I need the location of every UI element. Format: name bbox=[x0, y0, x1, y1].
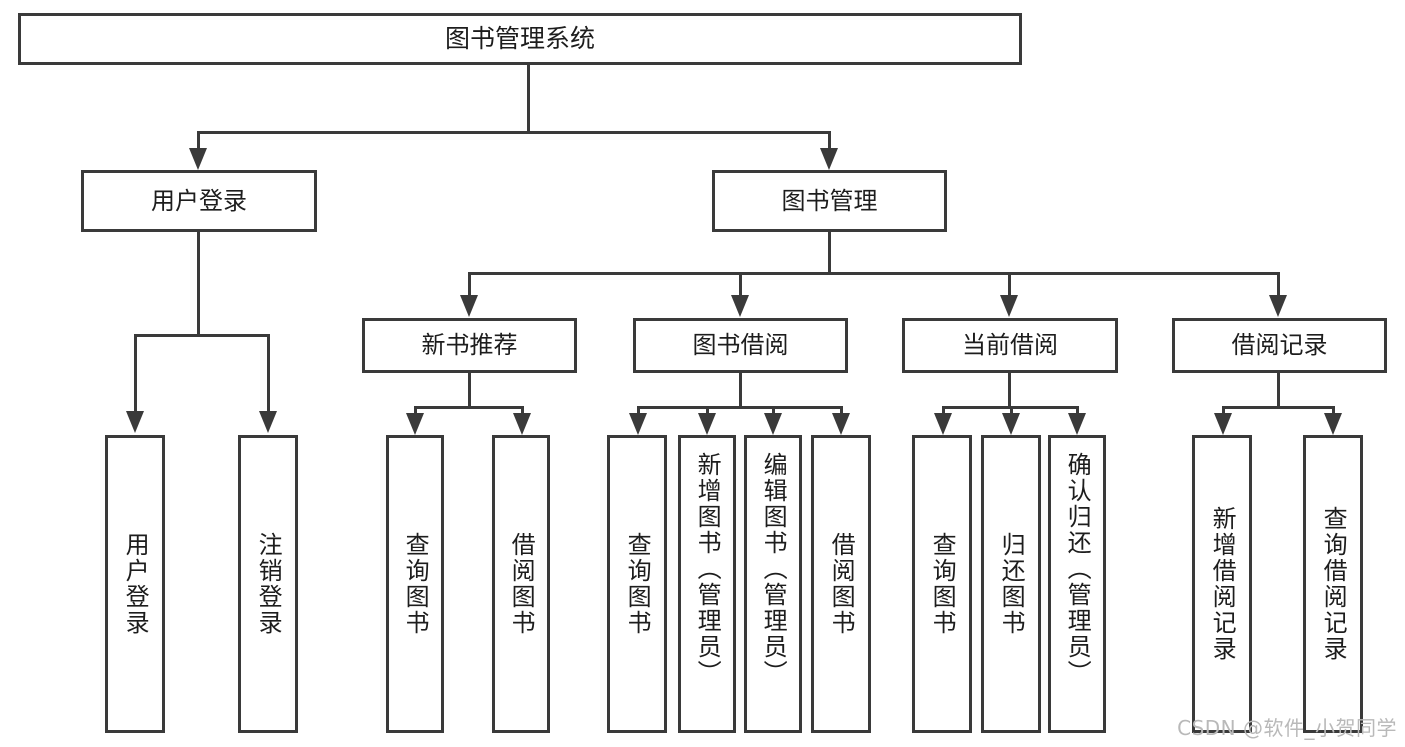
connector-new-book-rec-stem bbox=[468, 373, 471, 409]
node-current-borrow[interactable]: 当前借阅 bbox=[902, 318, 1118, 373]
node-borrow-record[interactable]: 借阅记录 bbox=[1172, 318, 1387, 373]
connector-book-borrow-child-0 bbox=[637, 406, 640, 418]
node-leaf-query-borrow-record[interactable]: 查询借阅记录 bbox=[1303, 435, 1363, 733]
arrow-to-borrow-record bbox=[1269, 295, 1287, 317]
connector-user-login-stem bbox=[197, 232, 200, 337]
connector-level2-bus bbox=[197, 131, 831, 134]
arrow-to-new-book-rec bbox=[460, 295, 478, 317]
connector-to-book-mgmt bbox=[828, 131, 831, 151]
connector-user-login-bus bbox=[134, 334, 270, 337]
connector-book-borrow-bus bbox=[637, 406, 843, 409]
connector-current-borrow-child-0 bbox=[942, 406, 945, 418]
node-new-book-recommend[interactable]: 新书推荐 bbox=[362, 318, 577, 373]
arrow-borrow-record-child-0 bbox=[1214, 413, 1232, 435]
arrow-current-borrow-child-1 bbox=[1002, 413, 1020, 435]
connector-user-login-child-1 bbox=[267, 334, 270, 414]
arrow-to-user-login bbox=[189, 148, 207, 170]
connector-borrow-record-child-1 bbox=[1332, 406, 1335, 418]
connector-book-borrow-stem bbox=[739, 373, 742, 409]
node-leaf-borrow-book-borrow[interactable]: 借阅图书 bbox=[811, 435, 871, 733]
connector-user-login-child-0 bbox=[134, 334, 137, 414]
node-root-system[interactable]: 图书管理系统 bbox=[18, 13, 1022, 65]
arrow-user-login-child-0 bbox=[126, 411, 144, 433]
node-leaf-edit-book-admin[interactable]: 编辑图书（管理员） bbox=[744, 435, 802, 733]
connector-borrow-record-bus bbox=[1222, 406, 1335, 409]
connector-to-user-login bbox=[197, 131, 200, 151]
connector-to-book-borrow bbox=[739, 272, 742, 298]
arrow-current-borrow-child-2 bbox=[1068, 413, 1086, 435]
node-leaf-query-book-borrow[interactable]: 查询图书 bbox=[607, 435, 667, 733]
arrow-new-book-rec-child-1 bbox=[513, 413, 531, 435]
connector-level3-bus bbox=[468, 272, 1280, 275]
node-book-management[interactable]: 图书管理 bbox=[712, 170, 947, 232]
connector-current-borrow-child-2 bbox=[1076, 406, 1079, 418]
node-leaf-query-book-rec[interactable]: 查询图书 bbox=[386, 435, 444, 733]
arrow-new-book-rec-child-0 bbox=[406, 413, 424, 435]
node-leaf-return-book[interactable]: 归还图书 bbox=[981, 435, 1041, 733]
connector-new-book-rec-bus bbox=[414, 406, 524, 409]
connector-to-borrow-record bbox=[1277, 272, 1280, 298]
node-leaf-logout[interactable]: 注销登录 bbox=[238, 435, 298, 733]
node-leaf-add-book-admin[interactable]: 新增图书（管理员） bbox=[678, 435, 736, 733]
arrow-to-book-mgmt bbox=[820, 148, 838, 170]
node-leaf-confirm-return-admin[interactable]: 确认归还（管理员） bbox=[1048, 435, 1106, 733]
node-user-login[interactable]: 用户登录 bbox=[81, 170, 317, 232]
node-leaf-query-book-current[interactable]: 查询图书 bbox=[912, 435, 972, 733]
arrow-user-login-child-1 bbox=[259, 411, 277, 433]
connector-book-borrow-child-3 bbox=[840, 406, 843, 418]
connector-current-borrow-child-1 bbox=[1010, 406, 1013, 418]
connector-new-book-rec-child-1 bbox=[521, 406, 524, 418]
node-leaf-add-borrow-record[interactable]: 新增借阅记录 bbox=[1192, 435, 1252, 733]
node-leaf-user-login[interactable]: 用户登录 bbox=[105, 435, 165, 733]
connector-borrow-record-child-0 bbox=[1222, 406, 1225, 418]
connector-borrow-record-stem bbox=[1277, 373, 1280, 409]
connector-root-stem bbox=[527, 65, 530, 133]
connector-current-borrow-stem bbox=[1008, 373, 1011, 409]
connector-to-current-borrow bbox=[1008, 272, 1011, 298]
node-leaf-borrow-book-rec[interactable]: 借阅图书 bbox=[492, 435, 550, 733]
connector-book-borrow-child-2 bbox=[772, 406, 775, 418]
connector-current-borrow-bus bbox=[942, 406, 1077, 409]
connector-new-book-rec-child-0 bbox=[414, 406, 417, 418]
arrow-book-borrow-child-2 bbox=[764, 413, 782, 435]
node-book-borrow[interactable]: 图书借阅 bbox=[633, 318, 848, 373]
connector-book-mgmt-stem bbox=[828, 232, 831, 275]
arrow-to-current-borrow bbox=[1000, 295, 1018, 317]
arrow-book-borrow-child-1 bbox=[698, 413, 716, 435]
csdn-watermark: CSDN @软件_小贺同学 bbox=[1177, 716, 1397, 740]
arrow-current-borrow-child-0 bbox=[934, 413, 952, 435]
arrow-borrow-record-child-1 bbox=[1324, 413, 1342, 435]
arrow-book-borrow-child-0 bbox=[629, 413, 647, 435]
connector-to-new-book-rec bbox=[468, 272, 471, 298]
arrow-book-borrow-child-3 bbox=[832, 413, 850, 435]
arrow-to-book-borrow bbox=[731, 295, 749, 317]
connector-book-borrow-child-1 bbox=[706, 406, 709, 418]
